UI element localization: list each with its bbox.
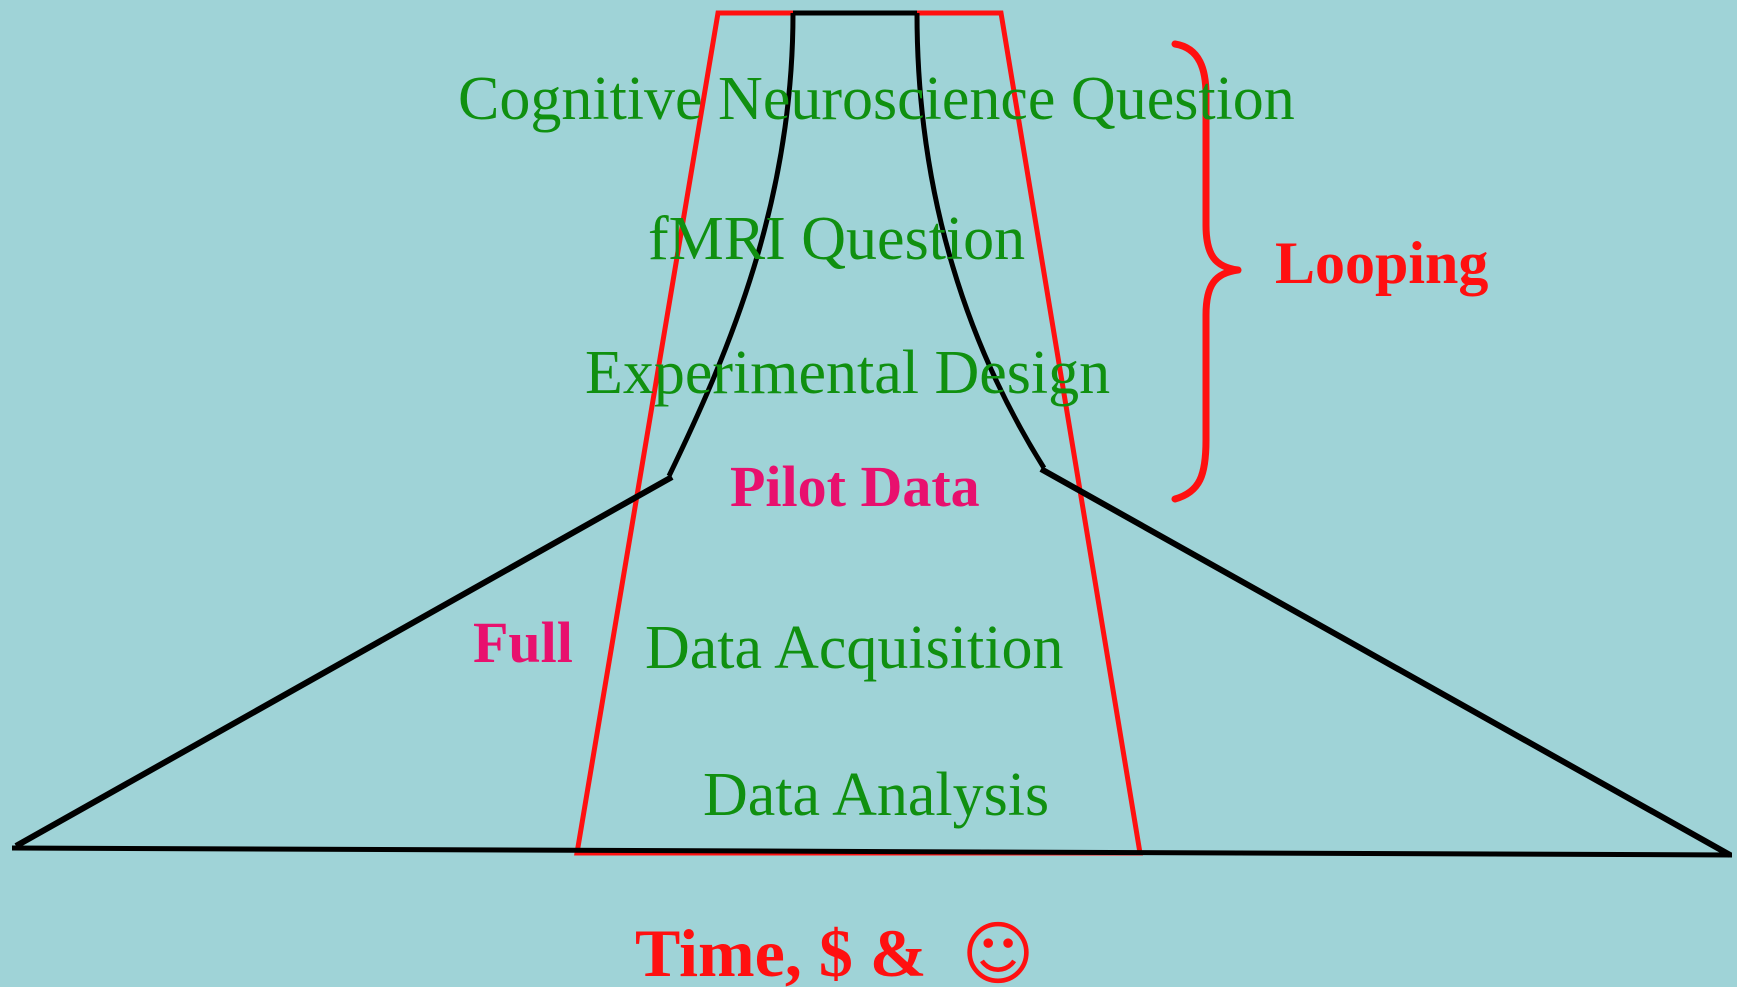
funnel-base xyxy=(11,845,1733,858)
funnel-left-slope xyxy=(14,474,674,849)
step-pilot-data: Pilot Data xyxy=(730,454,980,519)
step-experimental-design: Experimental Design xyxy=(585,339,1111,407)
footer-caption: Time, $ & ☺ xyxy=(635,917,1034,987)
step-fmri-question: fMRI Question xyxy=(648,205,1026,273)
step-cognitive-neuroscience-question: Cognitive Neuroscience Question xyxy=(458,65,1295,133)
looping-brace xyxy=(1171,40,1242,503)
step-data-analysis: Data Analysis xyxy=(703,761,1050,829)
funnel-right-slope xyxy=(1039,466,1732,858)
red-trapezoid xyxy=(574,10,1143,856)
label-full: Full xyxy=(473,610,573,675)
funnel-right-curve xyxy=(914,12,1047,470)
step-data-acquisition: Data Acquisition xyxy=(645,614,1064,682)
smiley-icon: ☺ xyxy=(961,913,1035,987)
funnel-left-curve xyxy=(666,12,796,478)
label-looping: Looping xyxy=(1275,230,1489,296)
footer-text: Time, $ & xyxy=(635,915,944,987)
